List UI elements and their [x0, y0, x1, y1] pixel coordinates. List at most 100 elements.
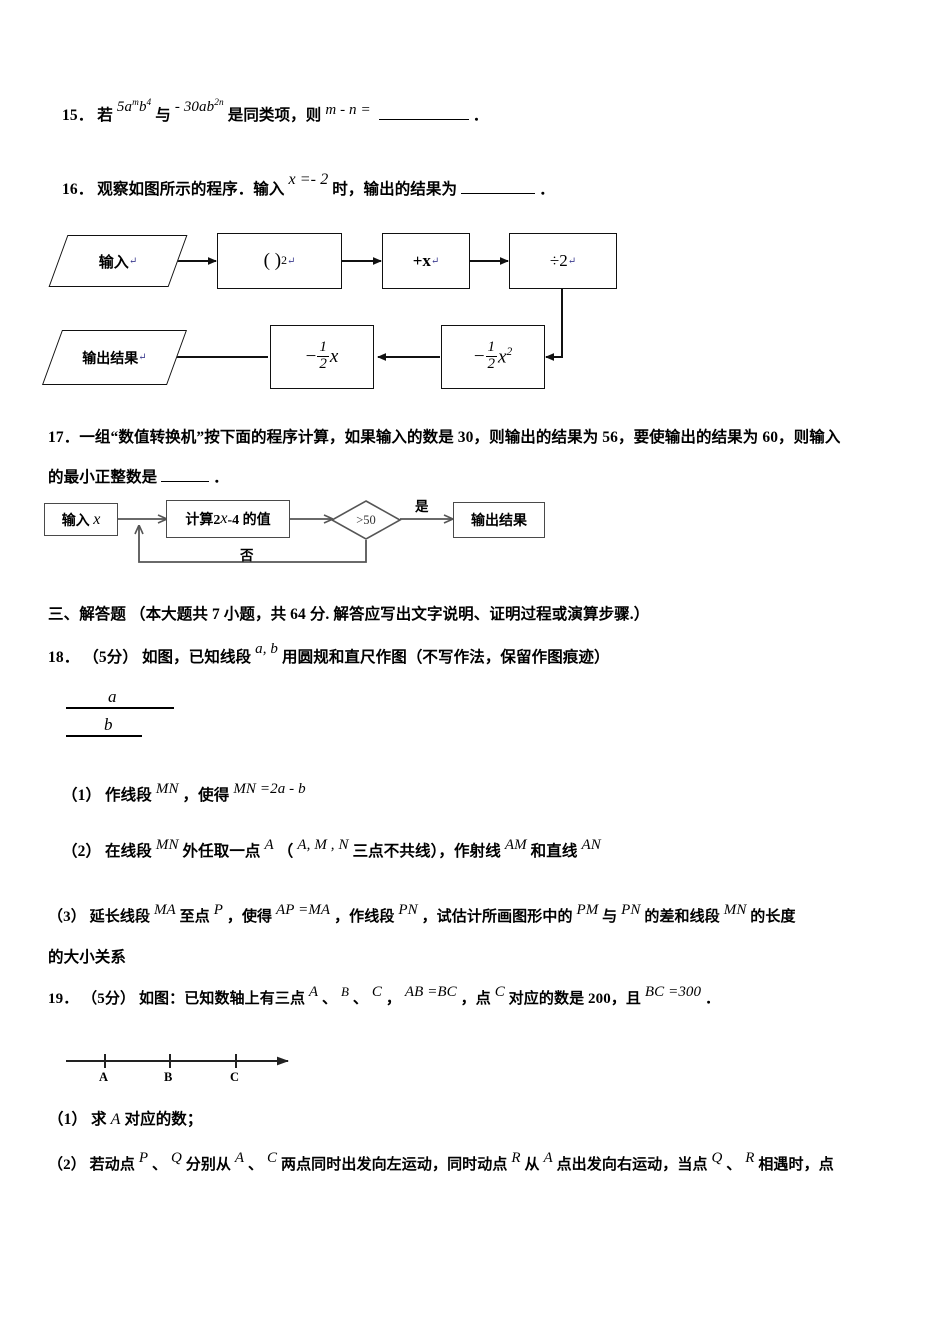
q19-text-a: 如图：已知数轴上有三点 — [138, 991, 306, 1007]
q18-part3-text-b: 至点 — [179, 909, 210, 925]
q19-point-b: B — [341, 984, 350, 999]
q15-result-expression: m - n = — [325, 102, 371, 118]
q15-answer-blank[interactable] — [378, 106, 469, 120]
q19-part2-m3: A — [234, 1150, 245, 1166]
question-16: 16． 观察如图所示的程序．输入 x =- 2 时，输出的结果为 ． — [62, 172, 555, 198]
segment-a-line — [66, 707, 174, 709]
q19-part2-m5: R — [511, 1150, 521, 1166]
q18-part3-m1: MA — [153, 902, 176, 918]
segment-a-label: a — [108, 687, 117, 706]
flowchart1-node-output: 输出结果↵ — [41, 330, 188, 385]
q19-score: （5分） — [82, 991, 136, 1007]
q15-period: ． — [472, 107, 489, 124]
q16-number: 16． — [62, 181, 94, 198]
flowchart2-process-variable: x — [220, 510, 228, 527]
segment-b-label: b — [104, 715, 113, 734]
q19-point-c: C — [371, 984, 382, 1000]
q18-part3-text-e: ，试估计所画图形中的 — [421, 909, 573, 925]
q18-part3-text-f: 与 — [602, 909, 618, 925]
q16-condition: x =- 2 — [288, 171, 329, 188]
q19-sep-2: 、 — [352, 991, 369, 1007]
q19-part2-m2: Q — [170, 1150, 182, 1166]
q19-part-2: （2） 若动点 P 、 Q 分别从 A 、 C 两点同时出发向左运动，同时动点 … — [48, 1151, 834, 1173]
question-19: 19． （5分） 如图：已知数轴上有三点 A 、 B 、 C ， AB =BC … — [48, 985, 720, 1007]
q19-text-c: 对应的数是 200，且 — [508, 991, 642, 1007]
minus-half-x-squared-math: − 1 2 x2 — [473, 339, 512, 373]
q18-part2-m2: A — [264, 837, 274, 853]
q19-part1-text-a: 求 — [91, 1111, 107, 1128]
q18-part2-m1: MN — [155, 837, 179, 853]
q15-number: 15． — [62, 107, 94, 124]
pilcrow-mark-3: ↵ — [430, 255, 440, 267]
q17-answer-blank[interactable] — [161, 468, 210, 482]
flowchart2-process-text-b: -4 的值 — [227, 513, 271, 528]
q19-part2-sep-1: 、 — [151, 1157, 168, 1173]
q19-point-a: A — [308, 984, 319, 1000]
q18-part2-text-b: 外任取一点 — [182, 843, 261, 860]
q18-part3-m6: PN — [621, 902, 641, 918]
flowchart1-connectors — [163, 257, 563, 361]
fraction-denominator-1: 2 — [485, 355, 498, 372]
q18-part3-m2: P — [213, 902, 223, 918]
q18-part1-m1: MN — [155, 781, 179, 797]
question-15: 15． 若 5amb4 与 - 30ab2n 是同类项，则 m - n = ． — [62, 98, 489, 124]
number-line-tick-label-b: B — [164, 1070, 173, 1084]
section-3-heading: 三、解答题 （本大题共 7 小题，共 64 分. 解答应写出文字说明、证明过程或… — [48, 607, 649, 623]
flowchart2-no-label: 否 — [240, 548, 254, 563]
q19-m2: BC =300 — [644, 984, 702, 1000]
pilcrow-mark-4: ↵ — [567, 255, 577, 267]
sign-minus-1: − — [473, 346, 485, 367]
q18-part-1: （1） 作线段 MN ，使得 MN =2a - b — [62, 782, 306, 804]
q18-part2-text-d: 三点不共线），作射线 — [352, 843, 501, 860]
q18-part3-text-c: ，使得 — [226, 909, 273, 925]
question-18: 18． （5分） 如图，已知线段 a, b 用圆规和直尺作图（不写作法，保留作图… — [48, 642, 610, 666]
flowchart1-divide-2-label: ÷2 — [549, 251, 568, 270]
fraction-numerator-1: 1 — [487, 339, 496, 356]
q19-part2-sep-3: 、 — [726, 1157, 742, 1173]
q18-part2-text-e: 和直线 — [530, 843, 578, 860]
segment-b-line — [66, 735, 142, 737]
q19-part2-text-e: 点出发向右运动，当点 — [556, 1157, 708, 1173]
question-17-line-2: 的最小正整数是 ． — [48, 468, 229, 486]
q19-part2-m7: Q — [711, 1150, 723, 1166]
variable-x-1: x2 — [498, 346, 512, 368]
q18-part2-m5: AN — [581, 837, 601, 853]
q16-text-a: 观察如图所示的程序．输入 — [97, 181, 285, 198]
sign-minus-2: − — [305, 346, 317, 367]
q18-text-b: 用圆规和直尺作图（不写作法，保留作图痕迹） — [282, 649, 610, 666]
q16-period: ． — [539, 181, 555, 198]
q19-part-1: （1） 求 A 对应的数； — [48, 1112, 203, 1128]
flowchart1-node-minus-half-x: − 1 2 x — [270, 325, 374, 389]
square-exponent: 2 — [281, 254, 287, 267]
q19-part2-text-c: 两点同时出发向左运动，同时动点 — [280, 1157, 508, 1173]
q18-number: 18． — [48, 649, 80, 666]
q19-sep-1: 、 — [322, 991, 338, 1007]
flowchart2-node-output: 输出结果 — [453, 502, 545, 538]
q18-part3-m4: PN — [398, 902, 418, 918]
var-letter-2: x — [329, 346, 339, 367]
q18-part1-text-a: 作线段 — [105, 787, 152, 804]
q19-part1-marker: （1） — [48, 1111, 88, 1128]
q18-part3-m5: PM — [576, 902, 599, 918]
q18-part3-m7: MN — [723, 902, 747, 918]
number-line-tick-label-c: C — [230, 1070, 240, 1084]
q19-text-b: ，点 — [460, 991, 491, 1007]
q16-answer-blank[interactable] — [461, 180, 536, 194]
q18-part-3: （3） 延长线段 MA 至点 P ，使得 AP =MA ，作线段 PN ，试估计… — [48, 903, 796, 925]
pilcrow-mark-1: ↵ — [128, 255, 138, 267]
square-open-paren: ( ) — [263, 250, 282, 271]
number-line-svg — [66, 1054, 289, 1068]
var-letter-1: x — [498, 346, 507, 368]
flowchart2-node-decision: >50 — [330, 500, 402, 540]
flowchart2-input-label: 输入 — [61, 513, 90, 529]
q18-part2-marker: （2） — [62, 843, 102, 860]
q19-part2-text-f: 相遇时，点 — [758, 1157, 834, 1173]
fraction-denominator-2: 2 — [317, 355, 329, 372]
var-exponent-1: 2 — [506, 345, 513, 358]
flowchart1-node-divide-2: ÷2↵ — [509, 233, 617, 289]
q19-part2-m1: P — [138, 1150, 149, 1166]
q17-number: 17． — [48, 429, 80, 446]
q17-text-line1: 一组“数值转换机”按下面的程序计算，如果输入的数是 30，则输出的结果为 56，… — [79, 429, 841, 446]
q18-part3-marker: （3） — [48, 909, 86, 925]
